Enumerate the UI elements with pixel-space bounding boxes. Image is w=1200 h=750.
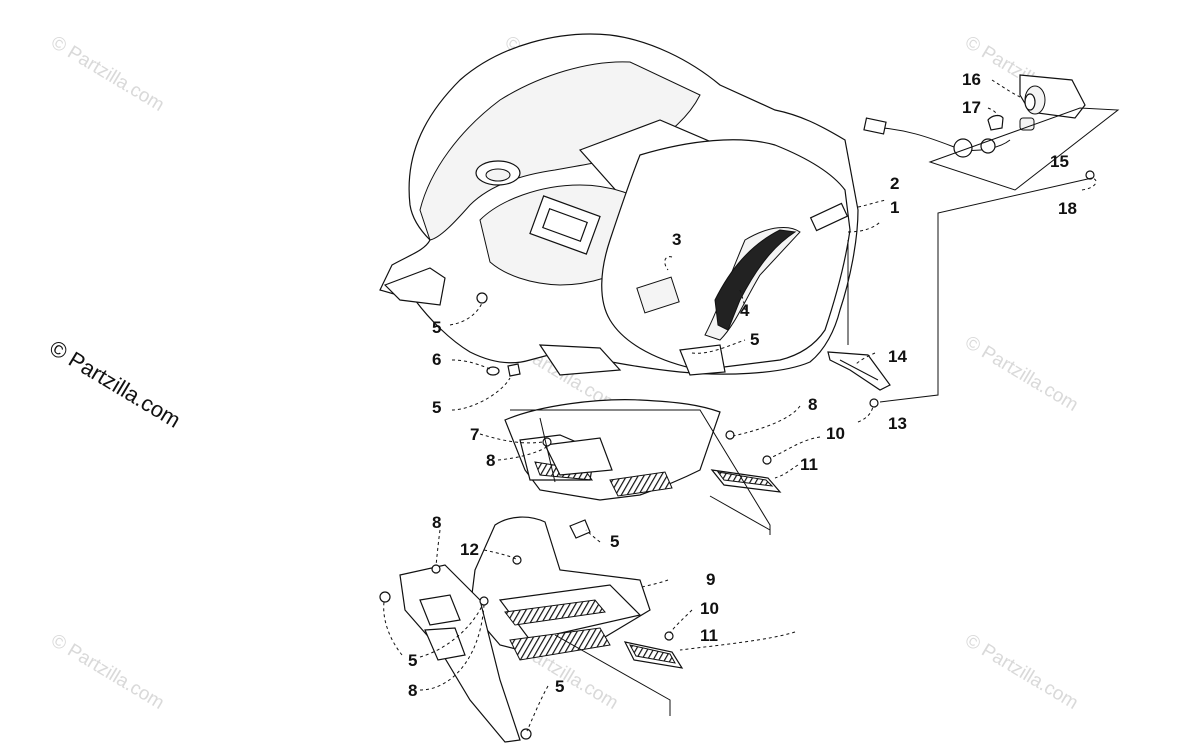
callout-11b: 11 [700,626,718,645]
callout-8a: 8 [486,451,495,470]
callout-17: 17 [962,98,981,117]
callout-5b: 5 [432,318,441,337]
callout-11a: 11 [800,455,818,474]
rear-fender [379,33,859,376]
callout-9: 9 [706,570,715,589]
callout-3: 3 [672,230,681,249]
callout-5c: 5 [432,398,441,417]
callout-13: 13 [888,414,907,433]
callout-15: 15 [1050,152,1069,171]
callout-4: 4 [740,301,750,320]
hardware [379,170,1095,740]
callout-7: 7 [470,425,479,444]
callout-5f: 5 [555,677,564,696]
callout-8b: 8 [808,395,817,414]
callout-labels: 1 2 3 4 5 5 5 5 5 5 5 6 7 8 8 8 8 9 10 1… [408,70,1077,700]
callout-8d: 8 [408,681,417,700]
callout-18: 18 [1058,199,1077,218]
callout-14: 14 [888,347,907,366]
callout-10b: 10 [700,599,719,618]
callout-5e: 5 [408,651,417,670]
taillight-bracket [827,351,891,391]
callout-2: 2 [890,174,899,193]
callout-8c: 8 [432,513,441,532]
front-footwell [504,399,782,501]
callout-6: 6 [432,350,441,369]
callout-12: 12 [460,540,479,559]
callout-5a: 5 [750,330,759,349]
leader-lines [383,79,1097,732]
callout-16: 16 [962,70,981,89]
taillight-assembly [863,74,1120,191]
callout-1: 1 [890,198,899,217]
callout-5d: 5 [610,532,619,551]
callout-10a: 10 [826,424,845,443]
rear-footwell [399,516,684,743]
